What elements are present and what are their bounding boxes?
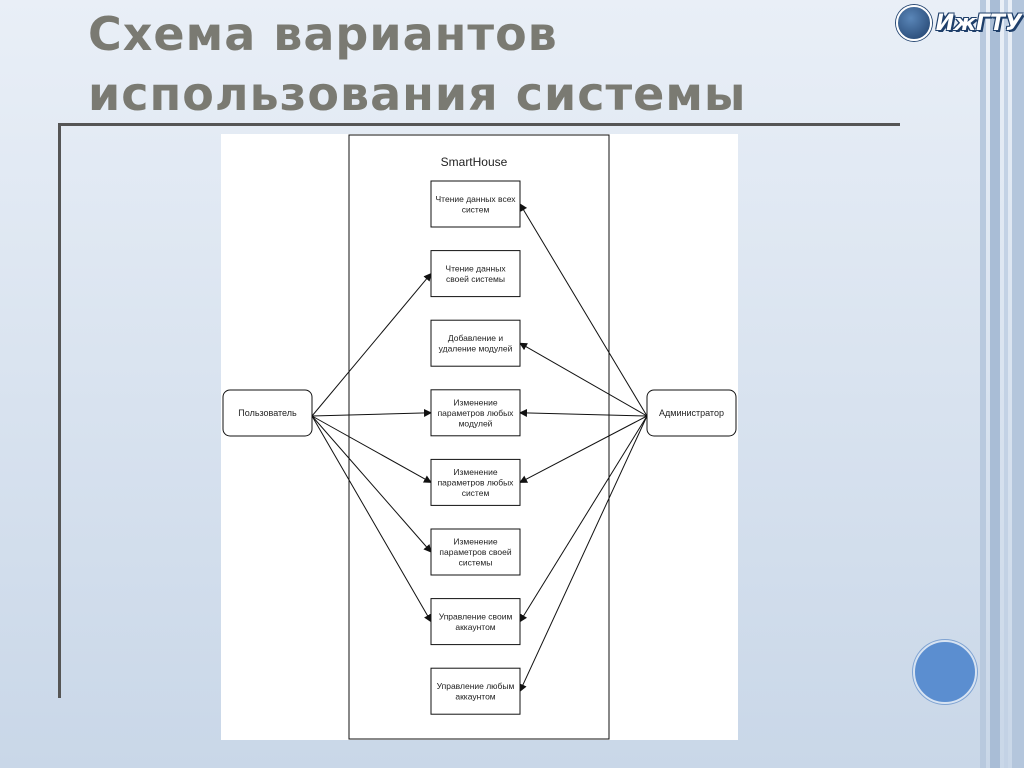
use-case-box [430, 458, 521, 506]
title-divider [60, 123, 900, 126]
use-case-label: удаление модулей [439, 343, 513, 353]
use-case-box [430, 667, 521, 715]
slide-title-line-2: использования системы [88, 67, 747, 121]
use-case-label: Управление любым [437, 681, 515, 691]
association-user-4 [311, 415, 432, 483]
use-case-box [430, 598, 521, 646]
association-admin-6 [519, 415, 648, 623]
actor-user: Пользователь [222, 389, 313, 437]
association-admin-0 [519, 203, 648, 417]
decorative-circle [913, 640, 977, 704]
use-case-box [430, 319, 521, 367]
use-case-label: аккаунтом [455, 622, 495, 632]
use-case-label: параметров своей [439, 547, 511, 557]
use-case-box [430, 528, 521, 576]
system-name-label: SmartHouse [441, 155, 508, 169]
slide-title: Схема вариантов использования системы [88, 4, 888, 124]
association-user-6 [311, 415, 432, 623]
use-case-label: параметров любых [438, 477, 515, 487]
association-user-3 [311, 408, 432, 417]
actor-box [222, 389, 313, 437]
use-case-box [430, 389, 521, 437]
use-case-label: Изменение [453, 467, 497, 477]
use-case-label: систем [462, 204, 490, 214]
use-case-label: систем [462, 488, 490, 498]
association-admin-2 [519, 342, 648, 417]
use-case-label: Добавление и [448, 333, 504, 343]
association-user-5 [311, 415, 432, 553]
use-case-label: Изменение [453, 537, 497, 547]
actor-box [646, 389, 737, 437]
association-admin-3 [519, 408, 648, 417]
use-case-label: Чтение данных [445, 263, 506, 273]
university-logo: ИжГТУ [895, 5, 1022, 41]
slide-title-line-1: Схема вариантов [88, 7, 558, 61]
use-case-diagram-canvas: SmartHouse Чтение данных всехсистемЧтени… [222, 134, 737, 740]
actor-label: Пользователь [238, 408, 297, 418]
use-case-label: системы [459, 558, 493, 568]
right-decorative-stripes [980, 0, 1024, 768]
association-admin-4 [519, 415, 648, 483]
association-user-1 [311, 272, 432, 417]
association-admin-7 [519, 415, 648, 693]
logo-text: ИжГТУ [935, 10, 1022, 36]
use-case-label: Изменение [453, 397, 497, 407]
use-case-label: своей системы [446, 274, 505, 284]
use-case-label: параметров любых [438, 408, 515, 418]
use-case-box [430, 180, 521, 228]
use-case-label: Чтение данных всех [436, 194, 517, 204]
left-divider [58, 123, 61, 698]
use-case-label: модулей [459, 418, 493, 428]
use-case-label: аккаунтом [455, 691, 495, 701]
association-lines [311, 203, 648, 693]
actor-admin: Администратор [646, 389, 737, 437]
use-case-box [430, 250, 521, 298]
actor-label: Администратор [659, 408, 724, 418]
use-case-label: Управление своим [439, 611, 513, 621]
university-emblem-icon [895, 5, 932, 41]
